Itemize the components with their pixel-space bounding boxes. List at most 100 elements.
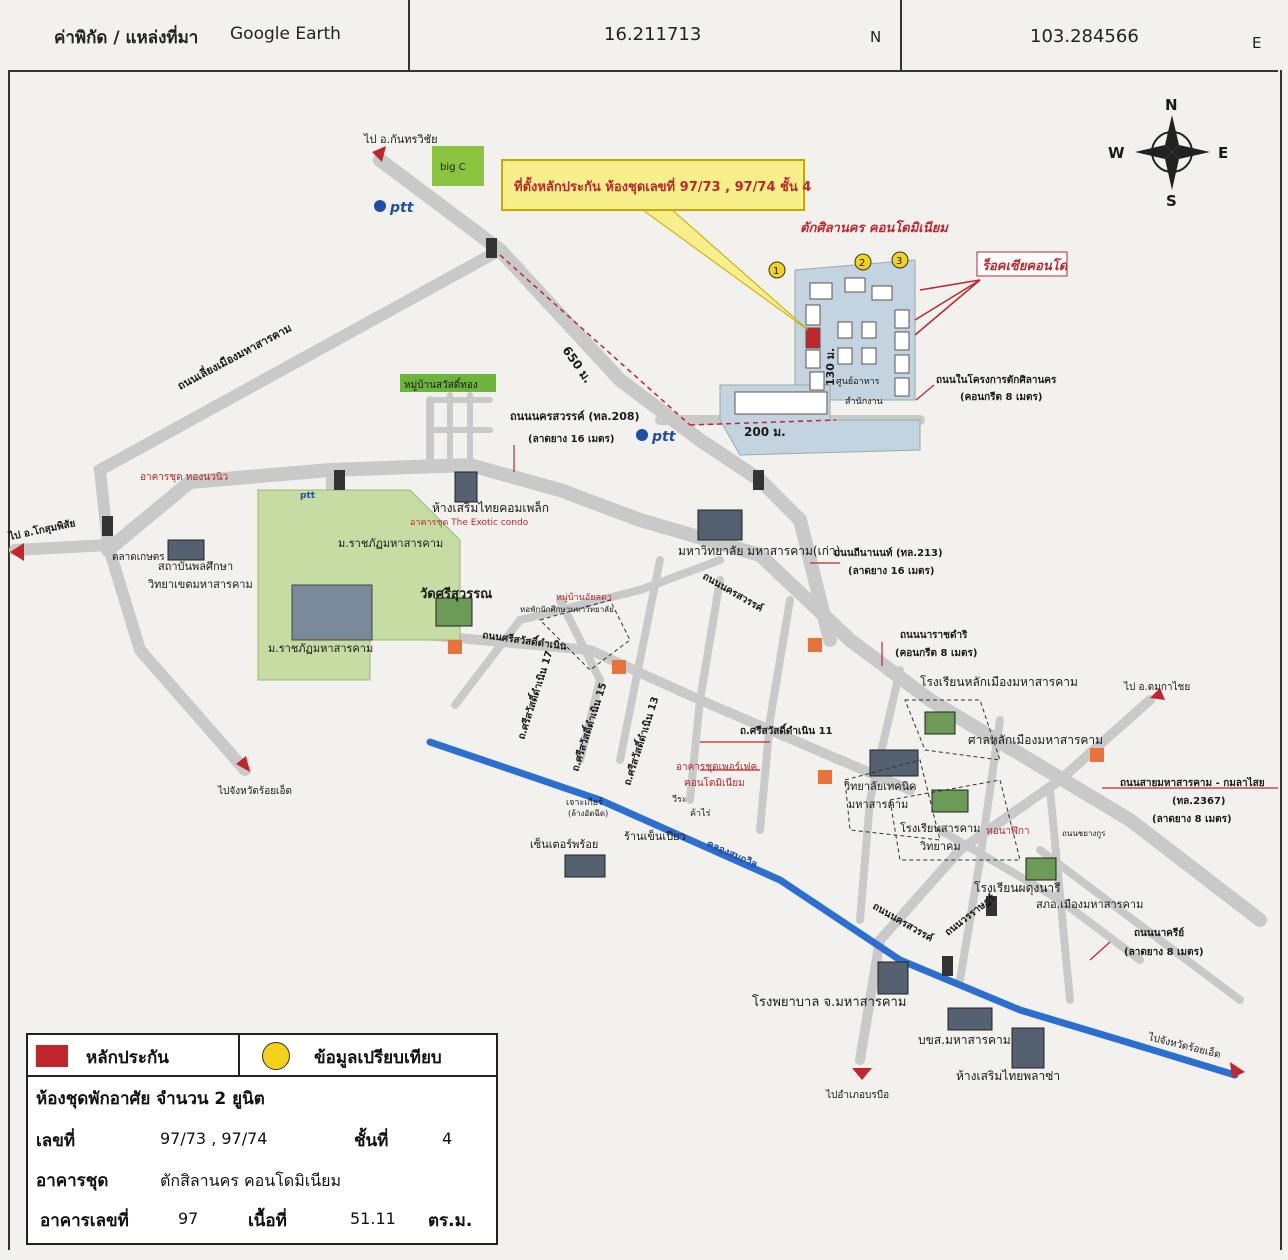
legend-key-row: หลักประกัน ข้อมูลเปรียบเทียบ <box>28 1035 496 1077</box>
compare-swatch <box>262 1042 290 1070</box>
map-frame <box>8 70 1282 1250</box>
road-nakri-b: (ลาดยาง 8 เมตร) <box>1124 947 1204 958</box>
marker-2: 2 <box>859 258 865 269</box>
wat-label: วัดศรีสุวรรณ <box>420 586 492 602</box>
rajabhat1: ม.ราชภัฏมหาสารคาม <box>338 537 443 550</box>
road-nararat-a: ถนนนาราชดำริ <box>900 629 968 641</box>
road-sarakham-b: (ทล.2367) <box>1172 796 1226 807</box>
leader-lines <box>513 384 1278 961</box>
road-sriswat15: ถ.ศรีสวัสดิ์ดำเนิน 15 <box>568 681 610 773</box>
header-bar: ค่าพิกัด / แหล่งที่มา Google Earth 16.21… <box>8 0 1278 72</box>
compass-s: S <box>1166 192 1177 210</box>
bus-terminal: บขส.มหาสารคาม <box>918 1033 1011 1047</box>
lakmueang-school: โรงเรียนหลักเมืองมหาสารคาม <box>920 675 1078 689</box>
rock-arrows <box>914 279 981 336</box>
office: สำนักงาน <box>845 396 883 407</box>
big-c-text: big C <box>440 162 466 173</box>
dist-130-label: 130 ม. <box>824 348 837 386</box>
map-labels: ไป อ.กันทรวิชัย 650 ม. 200 ม. 130 ม. ถนน… <box>7 133 1265 1101</box>
compass-e: E <box>1218 144 1228 162</box>
header-source-cell: ค่าพิกัด / แหล่งที่มา Google Earth <box>8 0 410 70</box>
road-in-a: ถนนในโครงการตักศิลานคร <box>936 373 1057 386</box>
tech-1: วิทยาลัยเทคนิค <box>843 780 916 793</box>
condo-perfect-2: คอนโดมิเนียม <box>684 776 745 789</box>
road-sarakham-c: (ลาดยาง 8 เมตร) <box>1152 814 1232 825</box>
canal <box>426 738 1239 1079</box>
building-icons <box>167 471 1045 1069</box>
center-prawiang: เซ็นเตอร์พร้อย <box>530 837 598 851</box>
latitude-value: 16.211713 <box>604 24 702 45</box>
legend-building-label: อาคารชุด <box>36 1171 109 1191</box>
poly: สถาบันพลศึกษา <box>158 560 233 573</box>
header-lat-cell: 16.211713 N <box>408 0 902 70</box>
legend-bno-label: อาคารเลขที่ <box>40 1211 129 1231</box>
market: ตลาดเกษตร <box>112 552 165 563</box>
legend-floor-label: ชั้นที่ <box>354 1131 389 1151</box>
hospital: โรงพยาบาล จ.มหาสารคาม <box>752 994 906 1010</box>
to-kosum: ไป อ.โกสุมพิสัย <box>7 516 77 543</box>
campus-building <box>291 584 373 641</box>
longitude-value: 103.284566 <box>1030 26 1139 47</box>
chaopraya: ถนนชยางกูร <box>1062 829 1106 839</box>
source-value: Google Earth <box>230 24 341 44</box>
big-c-logo <box>432 146 484 186</box>
school-icons <box>435 597 1057 881</box>
road-208-a: ถนนนครสวรรค์ (ทล.208) <box>510 410 640 423</box>
police: สภอ.เมืองมหาสารคาม <box>1036 898 1143 911</box>
clock-tower: หอนาฬิกา <box>986 825 1030 837</box>
legend-bno-value: 97 <box>178 1209 199 1228</box>
kamrai: ค้าไร่ <box>690 808 711 819</box>
road-sriswat11: ถ.ศรีสวัสดิ์ดำเนิน 11 <box>740 723 833 737</box>
latitude-dir: N <box>870 28 882 46</box>
dist-200-line <box>689 419 837 426</box>
village1: หมู่บ้านสวัสดิ์ทอง <box>404 377 478 391</box>
marker-3: 3 <box>896 256 902 267</box>
ptt-label-2: ptt <box>651 429 677 445</box>
to-kaeng: ไปอำเภอบรบือ <box>825 1089 889 1101</box>
wiro: วีระ <box>672 794 687 805</box>
collateral-building-c <box>805 327 821 349</box>
road-network <box>9 153 1267 1065</box>
kmutt-2: (ล้างอัดฉีด) <box>568 809 608 818</box>
exotic-condo: อาคารชุด The Exotic condo <box>410 518 529 528</box>
ptt-icon-1 <box>374 200 386 212</box>
project-title: ตักศิลานคร คอนโดมิเนียม <box>800 219 949 236</box>
road-nararat-b: (คอนกรีต 8 เมตร) <box>895 647 977 659</box>
food-center: ศูนย์อาหาร <box>836 375 880 387</box>
road-sarakham-a: ถนนสายมหาสารคาม - กมลาไสย <box>1120 776 1265 789</box>
collateral-label: หลักประกัน <box>86 1048 169 1068</box>
khlong: คลองสมถวิล <box>705 838 759 871</box>
to-roiet-1: ไปจังหวัดร้อยเอ็ด <box>217 783 292 797</box>
legend-floor-value: 4 <box>442 1129 453 1148</box>
seven-eleven-icons <box>448 638 1104 784</box>
hatched-areas <box>539 599 1021 861</box>
callout-box <box>501 159 805 211</box>
road-nakhon: ถนนนครสวรรค์ <box>701 570 766 614</box>
marker-1: 1 <box>773 266 779 277</box>
condo-rongnawin: อาคารชุด ทองนวนิว <box>140 472 228 483</box>
traffic-light-icons <box>102 238 997 976</box>
dist-650-line <box>499 254 691 426</box>
tech-2: มหาสารคาม <box>848 798 908 811</box>
rajabhat2: ม.ราชภัฏมหาสารคาม <box>268 642 373 655</box>
longitude-dir: E <box>1252 34 1262 52</box>
legend-no-value: 97/73 , 97/74 <box>160 1129 268 1148</box>
dist-200-label: 200 ม. <box>744 425 786 439</box>
exit-arrows <box>10 146 1245 1080</box>
to-chiang: ไป อ.ดมกาไชย <box>1123 681 1190 693</box>
lakmueang: ศาลหลักเมืองมหาสารคาม <box>968 733 1103 747</box>
rock-condo-label: ร็อคเซียคอนโด <box>982 257 1069 274</box>
road-213-b: (ลาดยาง 16 เมตร) <box>848 566 935 577</box>
ptt-icon-2 <box>636 429 648 441</box>
road-ring: ถนนเลี่ยงเมืองมหาสารคาม <box>174 320 293 393</box>
school-phadung: โรงเรียนผดุงนารี <box>974 881 1061 896</box>
legend-building-value: ตักสิลานคร คอนโดมิเนียม <box>160 1171 342 1190</box>
header-lon-cell: 103.284566 E <box>900 0 1276 70</box>
condo-perfect-1: อาคารชุดเพอร์เฟค <box>676 761 757 773</box>
callout-text: ที่ตั้งหลักประกัน ห้องชุดเลขที่ 97/73 , … <box>514 176 811 195</box>
kenchiao: ร้านเข็นเปียว <box>624 829 686 843</box>
legend-collateral: หลักประกัน <box>28 1035 240 1075</box>
legend-no-label: เลขที่ <box>36 1131 76 1151</box>
